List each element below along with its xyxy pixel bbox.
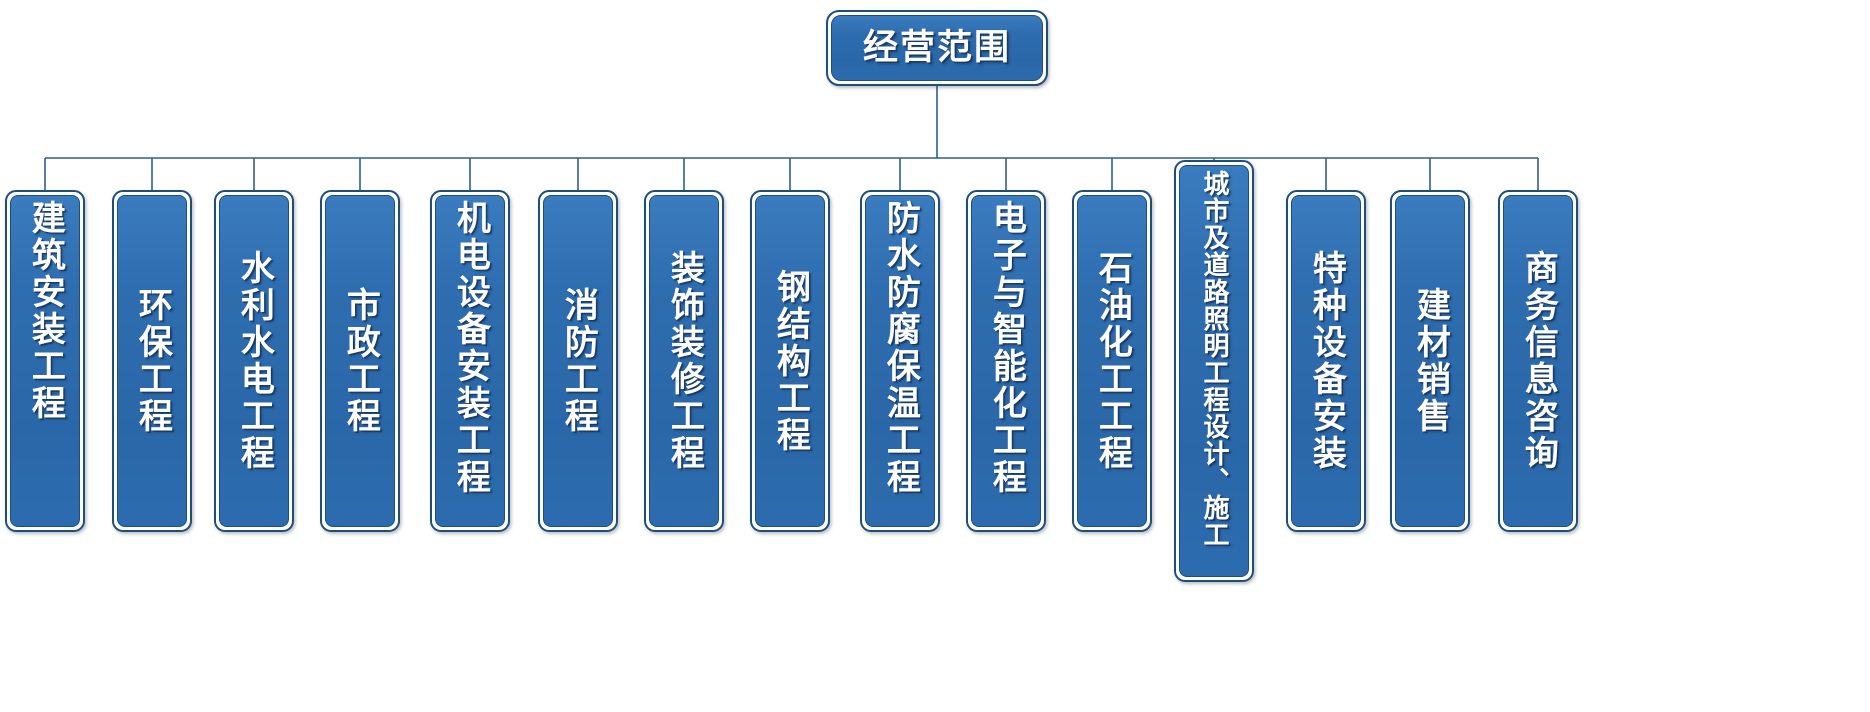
leaf-node-inner: 装饰装修工程 [649, 195, 719, 527]
leaf-node[interactable]: 防水防腐保温工程 [860, 190, 940, 532]
leaf-node-inner: 防水防腐保温工程 [865, 195, 935, 527]
leaf-node-label: 特种设备安装 [1306, 250, 1347, 472]
leaf-node-label: 钢结构工程 [770, 268, 811, 454]
leaf-node[interactable]: 城市及道路照明工程设计、施工 [1174, 160, 1254, 582]
leaf-node-label: 水利水电工程 [234, 250, 275, 472]
leaf-node-inner: 钢结构工程 [755, 195, 825, 527]
leaf-node[interactable]: 建筑安装工程 [5, 190, 85, 532]
leaf-node-label: 防水防腐保温工程 [880, 200, 921, 496]
leaf-node-label: 石油化工工程 [1092, 250, 1133, 472]
leaf-node-inner: 消防工程 [543, 195, 613, 527]
leaf-node-inner: 特种设备安装 [1291, 195, 1361, 527]
leaf-node-label: 城市及道路照明工程设计、施工 [1199, 170, 1230, 548]
leaf-node[interactable]: 建材销售 [1390, 190, 1470, 532]
leaf-node-inner: 市政工程 [325, 195, 395, 527]
leaf-node[interactable]: 钢结构工程 [750, 190, 830, 532]
leaf-node-inner: 城市及道路照明工程设计、施工 [1179, 165, 1249, 577]
leaf-node[interactable]: 电子与智能化工程 [966, 190, 1046, 532]
leaf-node-label: 环保工程 [132, 287, 173, 435]
leaf-node[interactable]: 水利水电工程 [214, 190, 294, 532]
leaf-node-label: 装饰装修工程 [664, 250, 705, 472]
leaf-node[interactable]: 石油化工工程 [1072, 190, 1152, 532]
leaf-node[interactable]: 装饰装修工程 [644, 190, 724, 532]
leaf-node-inner: 建材销售 [1395, 195, 1465, 527]
leaf-node-inner: 石油化工工程 [1077, 195, 1147, 527]
leaf-node-label: 电子与智能化工程 [986, 200, 1027, 496]
leaf-node-inner: 电子与智能化工程 [971, 195, 1041, 527]
leaf-node[interactable]: 消防工程 [538, 190, 618, 532]
leaf-node-label: 建筑安装工程 [25, 200, 66, 422]
leaf-node-inner: 水利水电工程 [219, 195, 289, 527]
root-node-label: 经营范围 [862, 27, 1011, 68]
leaf-node-label: 市政工程 [340, 287, 381, 435]
root-node-business-scope[interactable]: 经营范围 [826, 10, 1048, 86]
leaf-node-inner: 建筑安装工程 [10, 195, 80, 527]
leaf-node[interactable]: 特种设备安装 [1286, 190, 1366, 532]
leaf-node-inner: 商务信息咨询 [1503, 195, 1573, 527]
leaf-node-label: 建材销售 [1410, 287, 1451, 435]
root-node-inner: 经营范围 [831, 15, 1043, 81]
leaf-node[interactable]: 机电设备安装工程 [430, 190, 510, 532]
leaf-node-label: 机电设备安装工程 [450, 200, 491, 496]
leaf-node-label: 消防工程 [558, 287, 599, 435]
leaf-node[interactable]: 商务信息咨询 [1498, 190, 1578, 532]
leaf-node-label: 商务信息咨询 [1518, 250, 1559, 472]
leaf-node[interactable]: 环保工程 [112, 190, 192, 532]
leaf-node[interactable]: 市政工程 [320, 190, 400, 532]
leaf-node-inner: 机电设备安装工程 [435, 195, 505, 527]
leaf-node-inner: 环保工程 [117, 195, 187, 527]
